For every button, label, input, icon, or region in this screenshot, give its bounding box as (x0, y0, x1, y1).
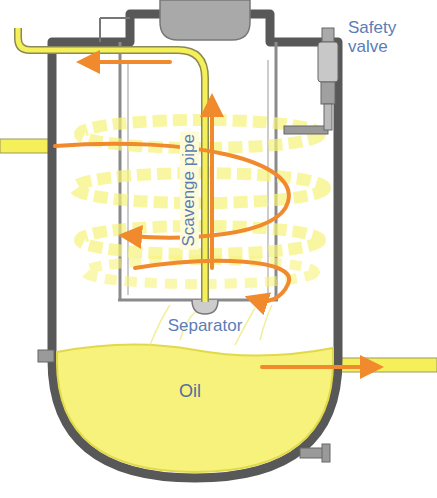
part-label: Safety valve (348, 19, 420, 56)
safety-valve (284, 28, 338, 134)
flow-arrows (55, 62, 372, 367)
oil-pool (57, 344, 333, 472)
part-label: Oil (179, 382, 201, 402)
top-cap (160, 0, 250, 40)
level-plug (38, 350, 54, 362)
drain-fitting (300, 448, 324, 458)
part-label: Scavenge pipe (180, 131, 199, 249)
vessel-wall (52, 14, 338, 478)
part-label: Separator (168, 317, 243, 336)
